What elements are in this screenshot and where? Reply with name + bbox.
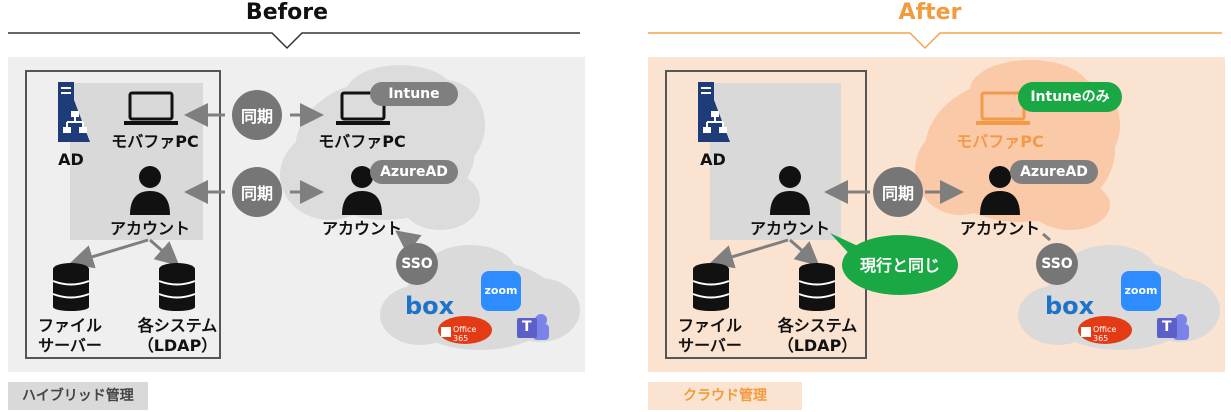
before-fileserver-label-2: サーバー (38, 336, 102, 355)
before-cloud-pc-label: モバファPC (318, 132, 406, 151)
after-system-label-2: （LDAP） (777, 336, 858, 355)
teams-logo: T (1155, 312, 1191, 342)
before-fileserver-label-1: ファイル (37, 316, 102, 335)
after-system-label-1: 各システム (777, 316, 858, 335)
after-db-arrows (709, 180, 964, 269)
before-azuread-badge: AzureAD (370, 160, 458, 184)
laptop-icon (124, 91, 178, 125)
database-icon (52, 263, 90, 311)
after-ad-label: AD (700, 150, 726, 169)
teams-logo-text: T (1162, 319, 1172, 335)
zoom-logo: zoom (481, 271, 521, 311)
before-header-line (8, 32, 580, 50)
before-title: Before (245, 0, 329, 25)
before-footer-tag: ハイブリッド管理 (8, 382, 148, 410)
zoom-logo-text: zoom (484, 284, 518, 297)
before-sync-account-badge: 同期 (232, 167, 282, 217)
after-title: After (898, 0, 962, 25)
after-sso-badge: SSO (1036, 243, 1078, 285)
office365-logo: Office 365 (437, 315, 493, 349)
office365-logo: Office 365 (1077, 315, 1133, 349)
box-logo: box (405, 292, 455, 320)
after-callout-shape (830, 233, 958, 295)
box-logo: box (1045, 292, 1095, 320)
office365-logo-text: Office 365 (1093, 325, 1117, 343)
before-system-label-1: 各システム (137, 316, 218, 335)
zoom-logo: zoom (1121, 271, 1161, 311)
before-onprem-box (25, 70, 221, 359)
before-db-arrows (69, 238, 180, 269)
teams-logo: T (515, 312, 551, 342)
after-fileserver-label-2: サーバー (678, 336, 742, 355)
before-system-label-2: （LDAP） (137, 336, 218, 355)
after-onprem-box (665, 70, 867, 359)
after-footer-tag: クラウド管理 (648, 382, 802, 410)
after-sync-account-badge: 同期 (873, 167, 923, 217)
person-icon (980, 166, 1020, 215)
laptop-icon (336, 91, 390, 125)
after-sso-arrow (1042, 232, 1051, 242)
database-icon (798, 263, 836, 311)
after-intune-badge: Intuneのみ (1018, 82, 1122, 112)
teams-logo-text: T (522, 319, 532, 335)
after-cloud-account-label: アカウント (959, 219, 1040, 238)
before-sso-badge: SSO (396, 243, 438, 285)
after-cloud-pc-label: モバファPC (956, 132, 1044, 151)
zoom-logo-text: zoom (1124, 284, 1158, 297)
office365-logo-text: Office 365 (453, 325, 477, 343)
before-intune-badge: Intune (370, 82, 458, 106)
person-icon (770, 166, 810, 215)
before-pc-label: モバファPC (111, 132, 199, 151)
before-account-label: アカウント (109, 219, 190, 238)
before-ad-label: AD (58, 150, 84, 169)
person-icon (130, 166, 170, 215)
server-icon (698, 82, 730, 142)
database-icon (692, 263, 730, 311)
after-azuread-badge: AzureAD (1010, 160, 1098, 184)
person-icon (342, 166, 382, 215)
after-same-as-current: 現行と同じ (859, 256, 940, 275)
before-sync-pc-badge: 同期 (232, 90, 282, 140)
after-header-line (648, 32, 1222, 50)
server-icon (58, 82, 90, 142)
before-cloud-account-label: アカウント (321, 219, 402, 238)
database-icon (158, 263, 196, 311)
after-fileserver-label-1: ファイル (677, 316, 742, 335)
after-account-label: アカウント (749, 219, 830, 238)
